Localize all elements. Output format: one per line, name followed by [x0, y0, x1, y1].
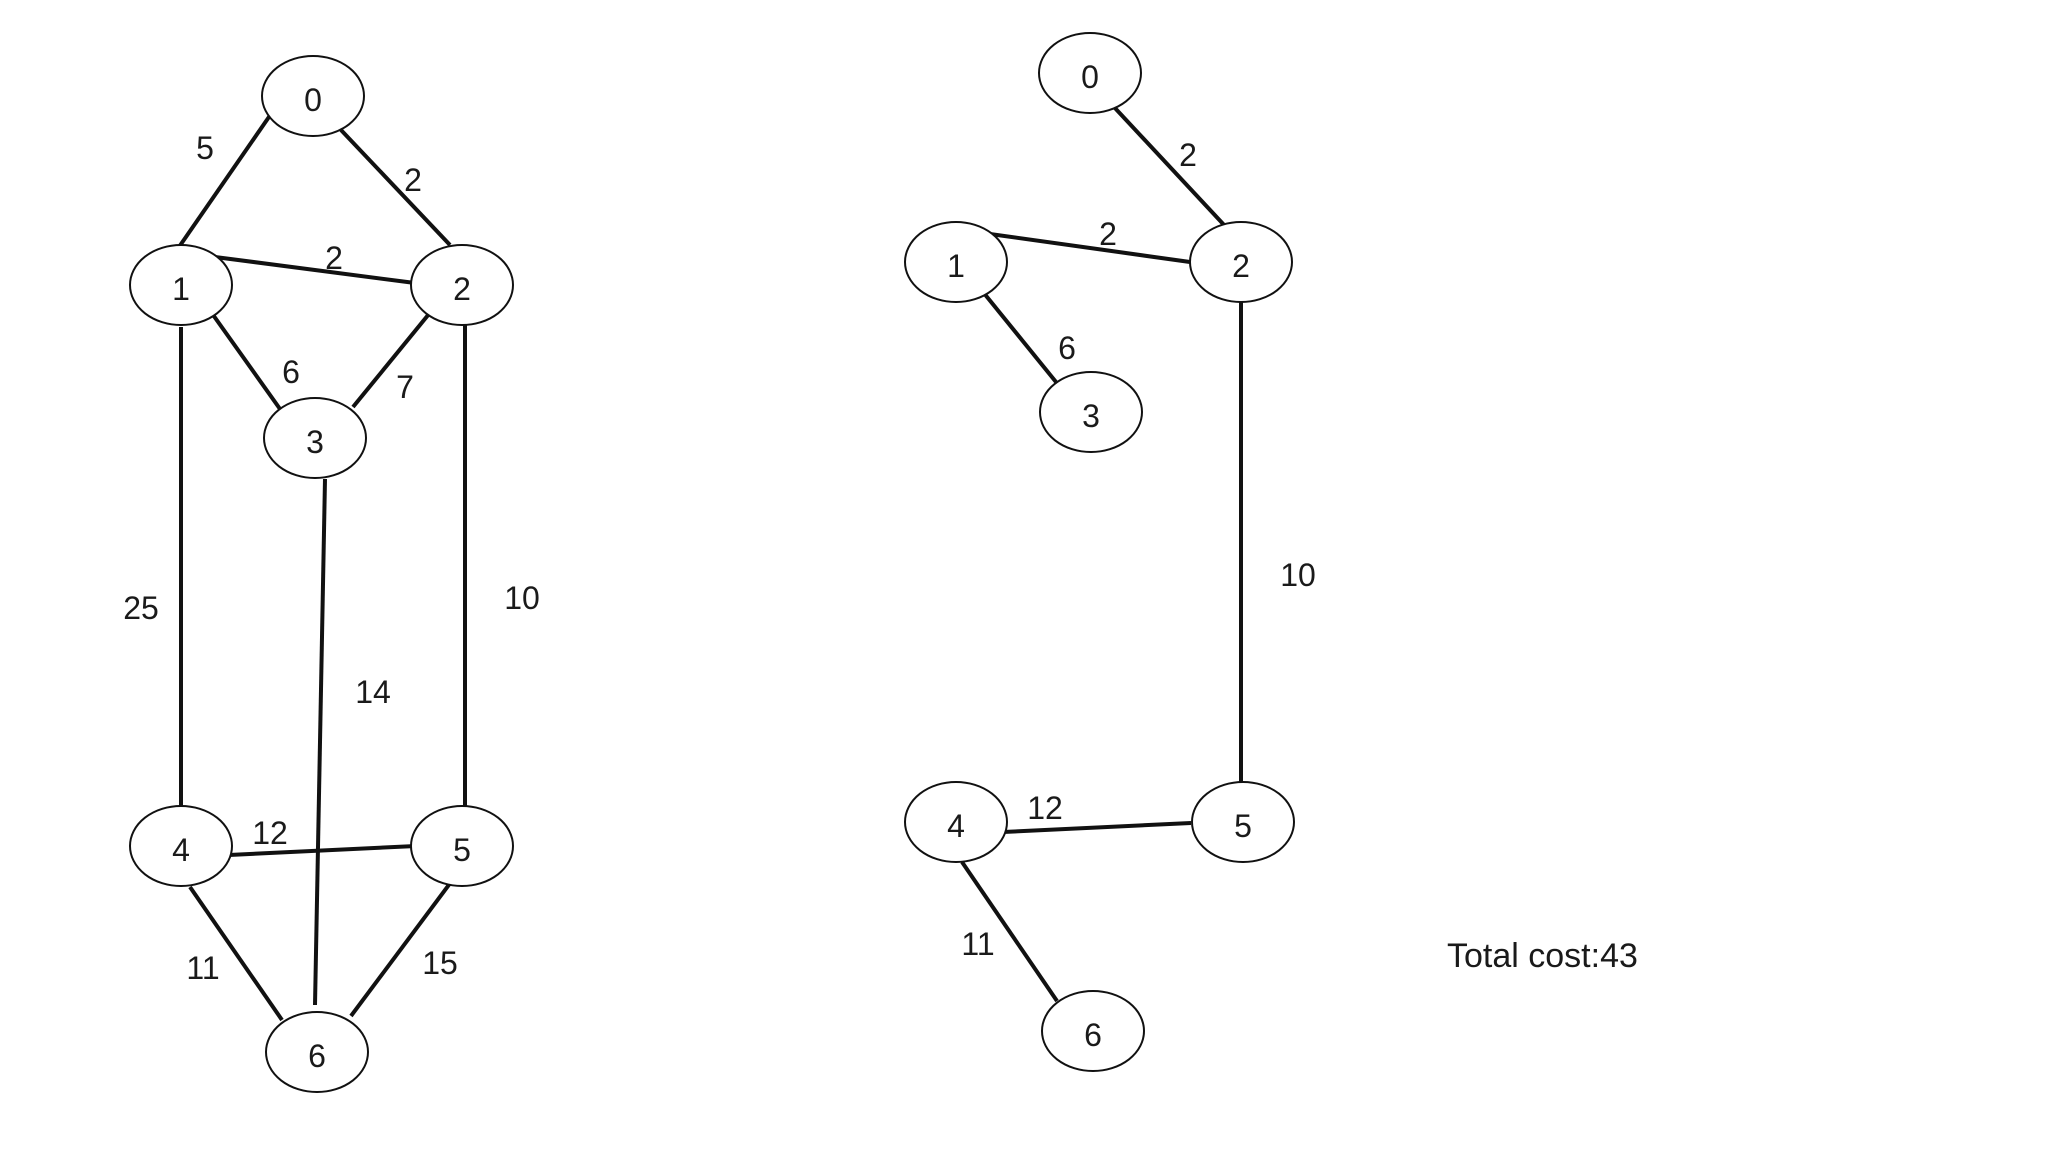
graph-edge-weight-1-3: 6	[282, 354, 300, 390]
graph-edge-weight-3-6: 14	[355, 674, 391, 710]
tree-node-label-1: 1	[947, 248, 965, 284]
graph-edge-weight-2-5: 10	[504, 580, 540, 616]
tree-node-1	[904, 221, 1008, 303]
tree-node-label-0: 0	[1081, 59, 1099, 95]
tree-node-label-6: 6	[1084, 1017, 1102, 1053]
graph-edge-weight-0-1: 5	[196, 130, 214, 166]
graph-edge-0-2	[339, 128, 452, 247]
graph-edge-1-2	[214, 255, 416, 285]
graph-edge-weight-2-3: 7	[396, 369, 414, 405]
tree-edge-1-3	[981, 290, 1058, 384]
graph-edge-weight-5-6: 15	[422, 945, 458, 981]
graph-node-0	[261, 55, 365, 137]
graph-edge-4-5	[228, 844, 417, 857]
tree-node-5	[1191, 781, 1295, 863]
tree-node-0	[1038, 32, 1142, 114]
graph-node-label-6: 6	[308, 1038, 326, 1074]
tree-edge-weight-1-2: 2	[1099, 216, 1117, 252]
tree-node-6	[1041, 990, 1145, 1072]
tree-edge-4-5	[1002, 821, 1192, 834]
total-cost-label: Total cost:43	[1447, 937, 1638, 975]
graph-node-3	[263, 397, 367, 479]
tree-edge-weight-2-5: 10	[1280, 557, 1316, 593]
tree-node-4	[904, 781, 1008, 863]
tree-node-label-4: 4	[947, 808, 965, 844]
graph-node-label-5: 5	[453, 832, 471, 868]
tree-edge-0-2	[1112, 105, 1227, 228]
graph-node-4	[129, 805, 233, 887]
graph-node-label-1: 1	[172, 271, 190, 307]
graph-node-6	[265, 1011, 369, 1093]
graph-edge-weight-4-6: 11	[186, 950, 219, 986]
tree-edge-weight-4-6: 11	[961, 926, 994, 962]
tree-node-label-2: 2	[1232, 248, 1250, 284]
graph-edge-4-6	[188, 885, 284, 1022]
graph-edge-5-6	[349, 876, 456, 1018]
tree-node-label-5: 5	[1234, 808, 1252, 844]
graph-node-label-3: 3	[306, 424, 324, 460]
graph-edge-weight-0-2: 2	[404, 162, 422, 198]
graph-node-label-2: 2	[453, 271, 471, 307]
graph-edge-3-6	[313, 478, 327, 1006]
graph-node-2	[410, 244, 514, 326]
graph-edge-1-3	[209, 310, 282, 411]
graph-node-5	[410, 805, 514, 887]
graph-edge-weight-1-2: 2	[325, 240, 343, 276]
tree-node-3	[1039, 371, 1143, 453]
tree-edge-weight-0-2: 2	[1179, 137, 1197, 173]
graph-edge-0-1	[177, 112, 273, 249]
graph-edge-weight-1-4: 25	[123, 590, 159, 626]
tree-node-2	[1189, 221, 1293, 303]
tree-edge-4-6	[960, 860, 1059, 1003]
graph-node-label-4: 4	[172, 832, 190, 868]
graph-edge-2-3	[351, 296, 444, 409]
graph-node-1	[129, 244, 233, 326]
tree-edge-weight-1-3: 6	[1058, 330, 1076, 366]
graph-node-label-0: 0	[304, 82, 322, 118]
tree-edge-weight-4-5: 12	[1027, 790, 1063, 826]
tree-node-label-3: 3	[1082, 398, 1100, 434]
tree-edge-1-2	[989, 232, 1191, 264]
graph-edge-weight-4-5: 12	[252, 815, 288, 851]
